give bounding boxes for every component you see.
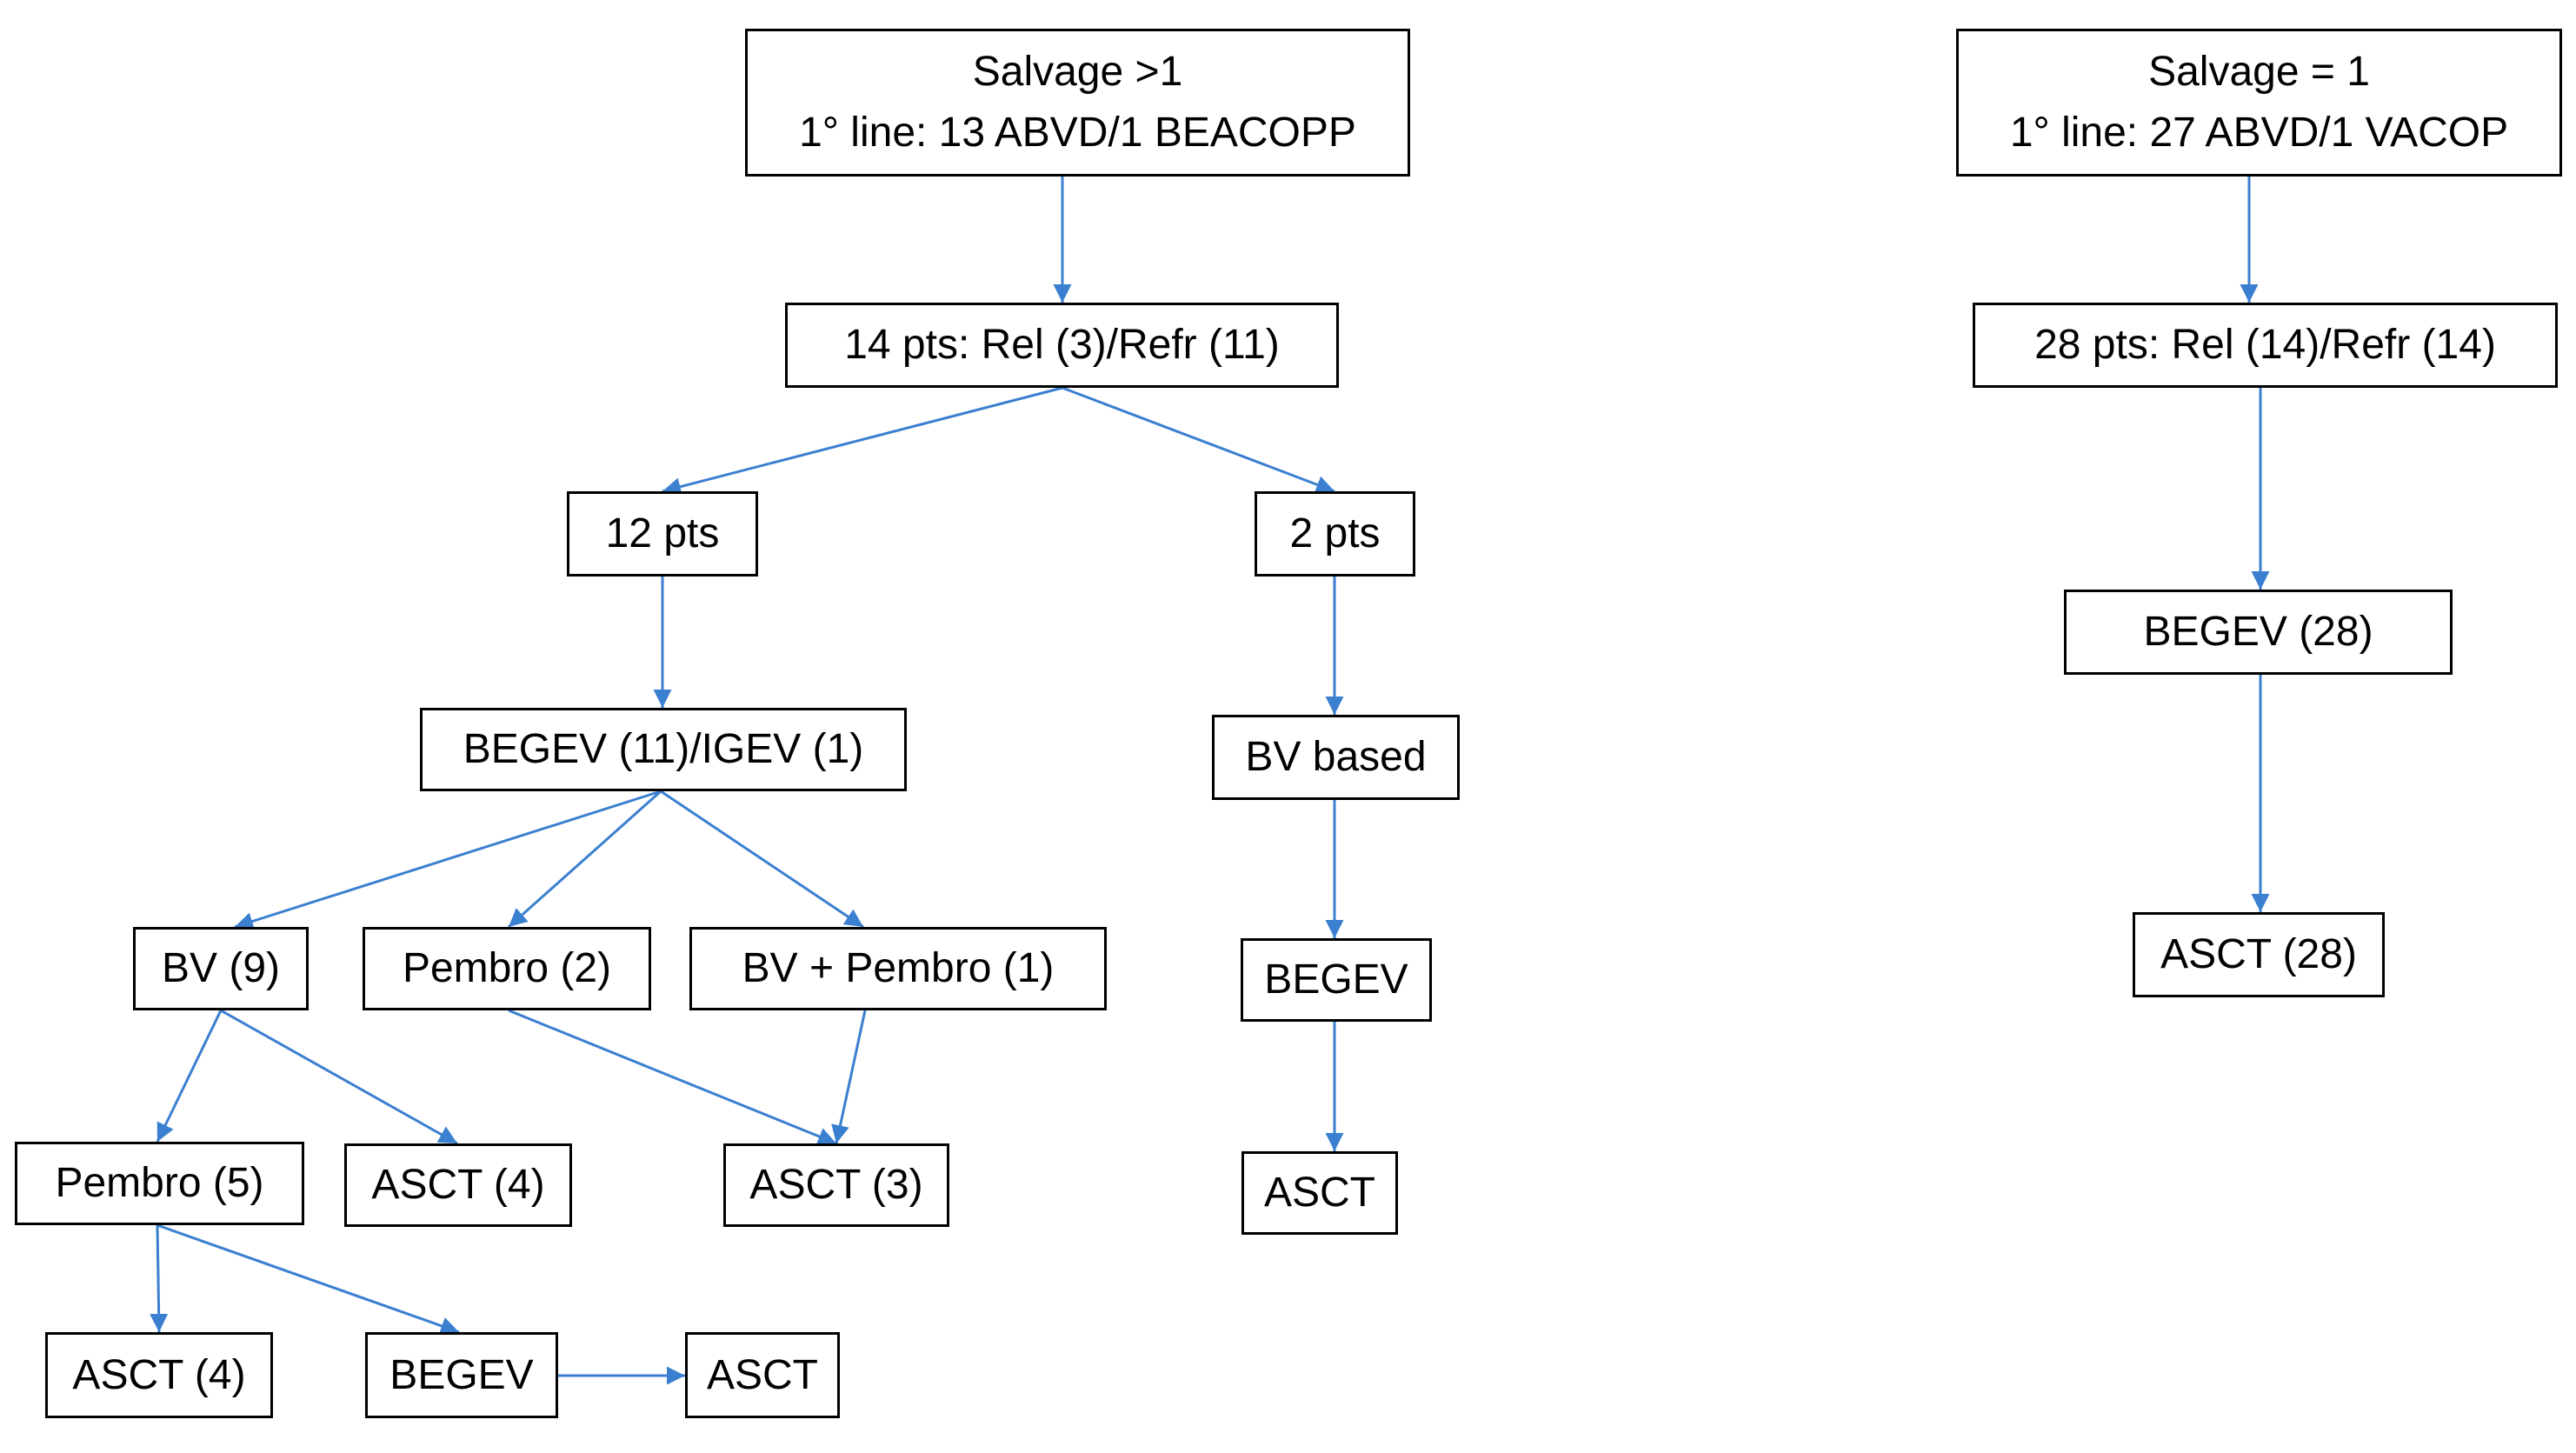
node-salvage-gt1-title: Salvage >1 (972, 49, 1183, 95)
node-14-pts: 14 pts: Rel (3)/Refr (11) (785, 303, 1339, 388)
node-asct-bottom-label: ASCT (706, 1351, 818, 1398)
node-asct-4-b: ASCT (4) (45, 1332, 273, 1418)
node-asct-right-label: ASCT (1263, 1170, 1375, 1216)
arrow-pembro-5-to-asct-4-b (150, 1224, 169, 1333)
node-begev-igev-label: BEGEV (11)/IGEV (1) (463, 726, 864, 772)
node-begev-right: BEGEV (1241, 938, 1432, 1022)
node-12-pts: 12 pts (567, 491, 758, 577)
arrow-begev-igev-to-pembro-2 (508, 790, 662, 929)
node-salvage-eq1-first-line: 1° line: 27 ABVD/1 VACOP (2009, 110, 2509, 156)
node-bv-9-label: BV (9) (161, 945, 281, 991)
node-salvage-gt1: Salvage >1 1° line: 13 ABVD/1 BEACOPP (745, 29, 1410, 177)
node-asct-right: ASCT (1241, 1151, 1398, 1235)
node-bv-pembro-1-label: BV + Pembro (1) (742, 945, 1055, 991)
node-pembro-5: Pembro (5) (15, 1142, 304, 1225)
node-salvage-eq1: Salvage = 1 1° line: 27 ABVD/1 VACOP (1956, 29, 2562, 177)
node-salvage-gt1-first-line: 1° line: 13 ABVD/1 BEACOPP (799, 110, 1356, 156)
node-asct-28: ASCT (28) (2133, 912, 2385, 997)
node-14-pts-label: 14 pts: Rel (3)/Refr (11) (844, 322, 1280, 368)
node-bv-based-label: BV based (1245, 734, 1427, 780)
node-begev-bottom: BEGEV (365, 1332, 558, 1418)
node-pembro-2-label: Pembro (2) (402, 945, 612, 991)
arrow-begev-igev-to-bv-9 (234, 790, 662, 930)
arrow-pembro-5-to-begev-bottom (156, 1223, 460, 1335)
arrow-bv-9-to-pembro-5 (156, 1010, 223, 1143)
node-asct-3-label: ASCT (3) (749, 1162, 923, 1208)
arrow-14-pts-to-2-pts (1062, 386, 1335, 494)
node-asct-4-a: ASCT (4) (344, 1143, 572, 1227)
arrow-begev-igev-to-bv-pembro-1 (660, 790, 864, 929)
node-pembro-5-label: Pembro (5) (55, 1160, 264, 1206)
node-begev-igev: BEGEV (11)/IGEV (1) (420, 708, 907, 791)
node-12-pts-label: 12 pts (605, 510, 720, 557)
node-asct-3: ASCT (3) (723, 1143, 949, 1227)
node-begev-right-label: BEGEV (1264, 956, 1408, 1003)
arrow-bv-pembro-1-to-asct-3 (831, 1010, 867, 1144)
node-begev-bottom-label: BEGEV (389, 1351, 534, 1398)
node-asct-28-label: ASCT (28) (2160, 931, 2357, 977)
node-2-pts-label: 2 pts (1289, 510, 1381, 557)
arrow-14-pts-to-12-pts (662, 386, 1063, 496)
arrow-bv-9-to-asct-4-a (220, 1009, 458, 1145)
arrow-pembro-2-to-asct-3 (508, 1009, 837, 1145)
node-salvage-eq1-title: Salvage = 1 (2148, 49, 2370, 95)
node-begev-28-label: BEGEV (28) (2143, 609, 2373, 655)
node-bv-9: BV (9) (133, 927, 309, 1010)
node-28-pts-label: 28 pts: Rel (14)/Refr (14) (2034, 322, 2496, 368)
node-28-pts: 28 pts: Rel (14)/Refr (14) (1973, 303, 2558, 388)
node-asct-4-b-label: ASCT (4) (72, 1351, 246, 1398)
node-asct-bottom: ASCT (685, 1332, 840, 1418)
node-2-pts: 2 pts (1255, 491, 1415, 577)
node-begev-28: BEGEV (28) (2064, 590, 2453, 675)
node-bv-based: BV based (1212, 715, 1460, 800)
node-bv-pembro-1: BV + Pembro (1) (689, 927, 1107, 1010)
node-asct-4-a-label: ASCT (4) (371, 1162, 545, 1208)
node-pembro-2: Pembro (2) (363, 927, 651, 1010)
